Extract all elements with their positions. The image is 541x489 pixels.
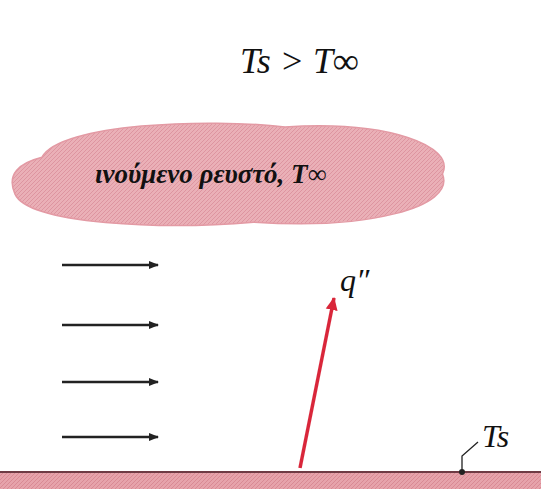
plate-surface (0, 472, 541, 489)
heat-flux-label: q″ (340, 262, 369, 299)
surface-temperature: Ts (482, 418, 509, 455)
fluid-cloud: ινούμενο ρευστό, T∞ (6, 118, 456, 230)
temperature-condition: Ts > T∞ (240, 40, 359, 82)
fluid-label: ινούμενο ρευστό, T∞ (95, 159, 327, 190)
heat-flux-arrow (300, 298, 334, 468)
leader-line (462, 442, 478, 472)
flow-arrows (62, 265, 158, 437)
